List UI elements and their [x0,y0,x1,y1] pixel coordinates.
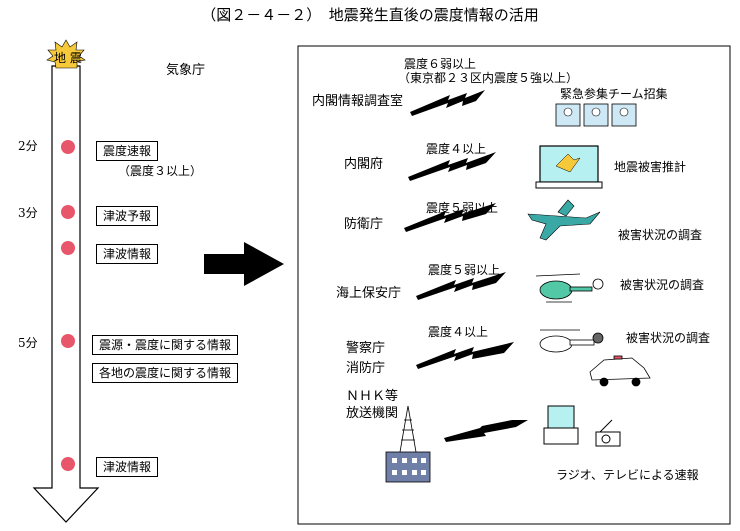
action-higai-chosa: 被害状況の調査 [618,228,703,242]
broadcast-tower-icon [385,405,431,483]
tv-monitor-icon [535,145,603,189]
team-icons [555,103,637,127]
recipient-shobocho: 消防庁 [346,361,386,376]
threshold-6jaku: 震度６弱以上 [404,57,477,71]
box-tsunami-yoho: 津波予報 [96,206,159,226]
quake-label: 地 震 [54,51,82,65]
recipient-boeicho: 防衛庁 [344,217,384,232]
threshold-5jaku-2: 震度５弱以上 [428,263,501,277]
event-dot [61,457,75,471]
box-shingen-info: 震源・震度に関する情報 [92,335,239,355]
figure-title: （図２－４－２） 地震発生直後の震度情報の活用 [201,6,539,24]
event-dot [61,334,75,348]
jet-icon [527,199,601,241]
police-vehicles-icon [539,329,651,387]
box-shindo-sokuho: 震度速報 [96,141,159,161]
event-dot [61,205,75,219]
quake-burst-icon [46,39,86,69]
time-3min: 3分 [18,206,38,220]
action-higai-chosa-3: 被害状況の調査 [626,331,711,345]
jma-label: 気象庁 [166,63,206,78]
recipient-nhk: ＮＨＫ等 [346,389,399,404]
time-5min: 5分 [18,336,38,350]
recipient-keisatsucho: 警察庁 [346,341,386,356]
action-sokuho: ラジオ、テレビによる速報 [556,468,699,482]
flow-arrow-icon [204,242,284,286]
box-tsunami-joho-2: 津波情報 [96,457,159,477]
action-higai-suikei: 地震被害推計 [614,160,687,174]
radio-icon [595,419,621,447]
action-higai-chosa-2: 被害状況の調査 [620,278,705,292]
recipients-frame [297,45,731,525]
box-kakuchi-info: 各地の震度に関する情報 [92,363,239,383]
threshold-5jaku: 震度５弱以上 [426,201,499,215]
event-dot [61,241,75,255]
box-tsunami-joho: 津波情報 [96,244,159,264]
time-2min: 2分 [18,139,38,153]
threshold-tokyo-note: （東京都２３区内震度５強以上） [398,71,579,85]
recipient-naikaku-joho: 内閣情報調査室 [312,94,404,109]
threshold-4: 震度４以上 [426,142,487,156]
tv-set-icon [543,405,579,445]
event-dot [61,140,75,154]
threshold-4-2: 震度４以上 [428,325,489,339]
lightning-icons [404,90,528,442]
sokuho-note: （震度３以上） [118,164,203,178]
recipient-hoso-kikan: 放送機関 [346,406,399,421]
recipient-kaijo-hoancho: 海上保安庁 [336,286,402,301]
recipient-naikakufu: 内閣府 [344,157,384,172]
action-kinkyu: 緊急参集チーム招集 [560,87,668,101]
helicopter-icon [535,273,604,303]
